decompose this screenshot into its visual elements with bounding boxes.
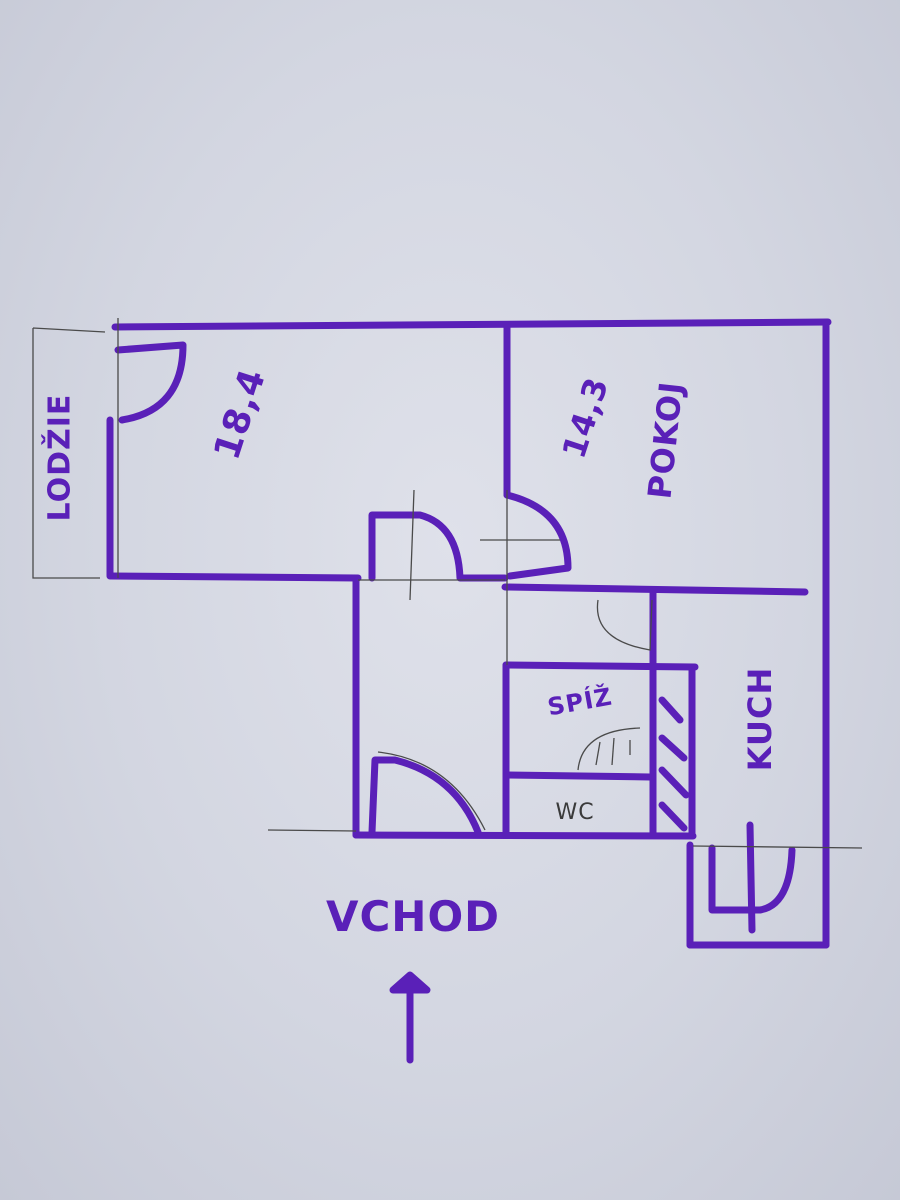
wall-top	[111, 318, 832, 331]
wall-pantry-top	[502, 661, 699, 671]
loggia-label: LODŽIE	[42, 393, 78, 522]
wc-label: WC	[555, 800, 595, 825]
entrance-label: VCHOD	[325, 892, 501, 941]
wall-room1-bottom	[106, 572, 362, 582]
wall-hall-bottom	[352, 831, 697, 840]
entrance-arrow-icon	[395, 975, 425, 1065]
wall-wc-top	[502, 771, 654, 781]
kitchen-label: KUCH	[741, 666, 779, 772]
